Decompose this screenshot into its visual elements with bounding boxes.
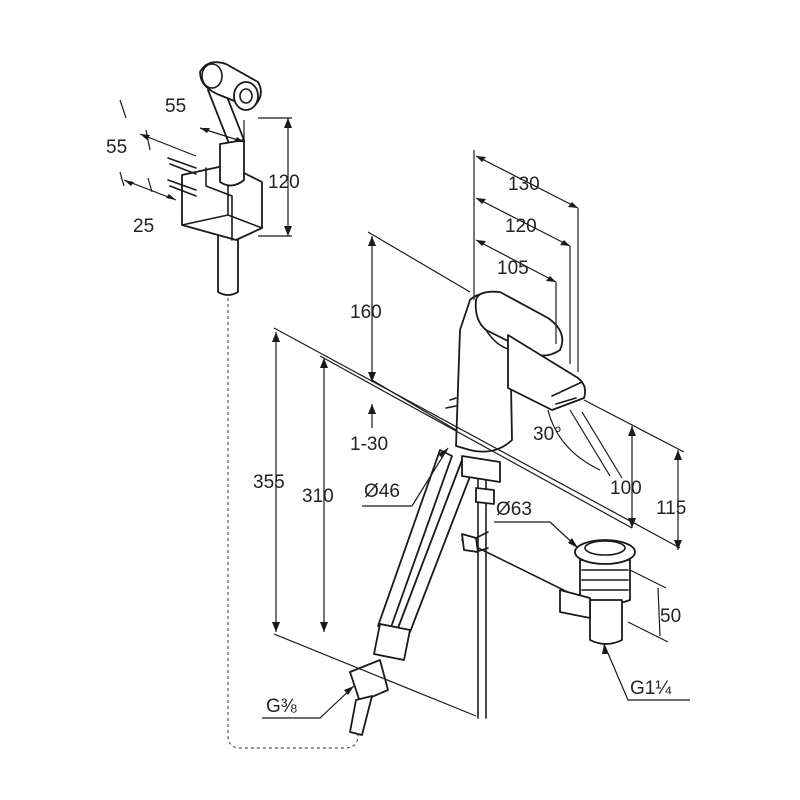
hand-shower-assembly: 55 120 55 25 xyxy=(106,61,359,749)
pop-up-waste xyxy=(559,539,636,645)
shower-hose-dashed-path xyxy=(227,298,359,749)
dim-waste-diameter-label: Ø63 xyxy=(496,499,532,520)
spout xyxy=(507,334,587,411)
dim-total-height-label: 355 xyxy=(253,472,285,493)
dim-waste-depth-label: 50 xyxy=(660,606,681,627)
lever-handle xyxy=(474,290,564,357)
dim-base-diameter-label: Ø46 xyxy=(364,481,400,502)
dim-outlet-low-label: 100 xyxy=(610,478,642,499)
dim-waste-thread-label: G1¼ xyxy=(630,678,672,699)
dim-hose-thread-label: G⅜ xyxy=(266,696,297,717)
dim-bracket-depth-label: 55 xyxy=(106,137,127,158)
dim-deck-thickness-label: 1-30 xyxy=(350,434,388,455)
dim-reach-mid-label: 120 xyxy=(505,216,537,237)
dim-shower-depth-label: 55 xyxy=(165,96,186,117)
dim-body-height-label: 310 xyxy=(302,486,334,507)
dim-bracket-width-label: 25 xyxy=(133,216,154,237)
dim-spout-height-label: 160 xyxy=(350,302,382,323)
dim-reach-total-label: 130 xyxy=(508,174,540,195)
basin-faucet xyxy=(349,290,601,736)
dim-outlet-high-label: 115 xyxy=(656,498,686,519)
mounting-nut xyxy=(461,455,501,483)
faucet-dimensions: 130 120 105 160 1-30 Ø46 30° 355 xyxy=(253,150,690,719)
hose-connector xyxy=(349,659,389,703)
dim-swivel-angle-label: 30° xyxy=(533,424,562,445)
dim-shower-height-label: 120 xyxy=(268,172,300,193)
dim-reach-short-label: 105 xyxy=(497,258,529,279)
